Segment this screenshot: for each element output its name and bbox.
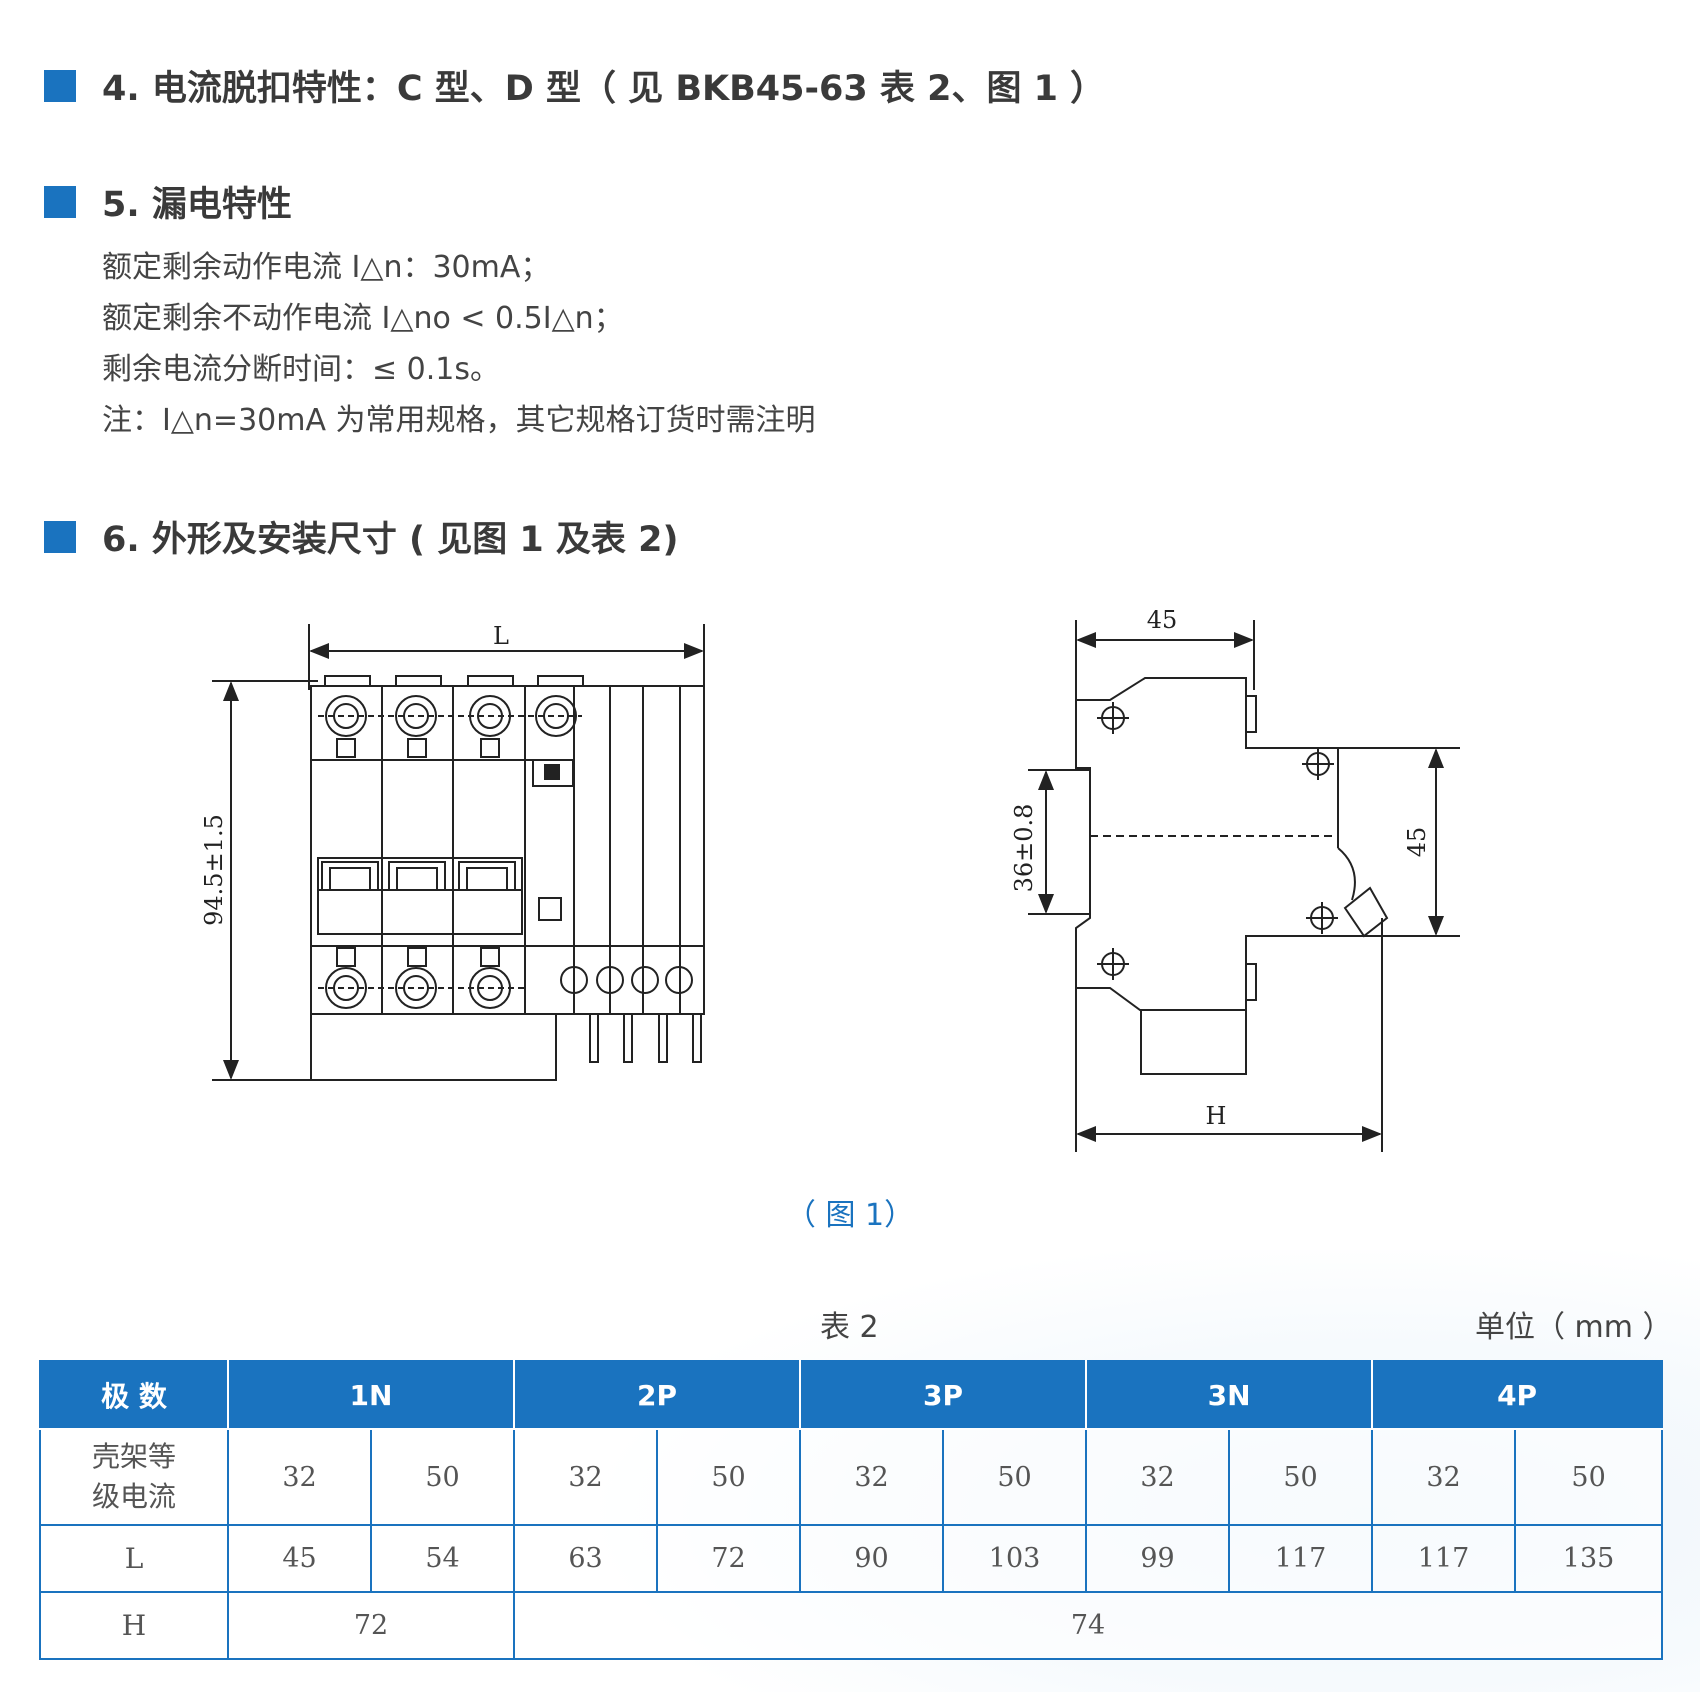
table-cell: 32 [799, 1428, 945, 1526]
leakage-line: 剩余电流分断时间：≤ 0.1s。 [102, 352, 501, 387]
header-pole-3p: 3P [799, 1360, 1088, 1430]
section-6-heading: 6. 外形及安装尺寸 ( 见图 1 及表 2) [44, 511, 678, 562]
table-cell: 50 [656, 1428, 802, 1526]
row-label-l: L [39, 1524, 229, 1593]
side-right-label: 45 [1403, 827, 1431, 858]
leakage-line: 注：I△n=30mA 为常用规格，其它规格订货时需注明 [102, 403, 816, 438]
header-pole-1n: 1N [226, 1360, 516, 1430]
table-row-l: L 45 54 63 72 90 103 99 117 117 135 [39, 1524, 1664, 1593]
section-4-title: 4. 电流脱扣特性：C 型、D 型（ 见 BKB45-63 表 2、图 1 ） [102, 69, 1106, 109]
front-height-label: 94.5±1.5 [200, 814, 228, 926]
bullet-square-icon [44, 185, 76, 218]
header-pole-3n: 3N [1085, 1360, 1374, 1430]
front-width-label: L [493, 622, 509, 650]
table-title: 表 2 [820, 1310, 879, 1345]
table-cell: 54 [369, 1524, 516, 1593]
table-cell: 74 [513, 1591, 1664, 1660]
row-label-line: 壳架等 [91, 1440, 176, 1473]
table-cell: 72 [656, 1524, 802, 1593]
section-5-title: 5. 漏电特性 [102, 185, 292, 225]
row-label-line: 级电流 [91, 1480, 176, 1513]
table-cell: 32 [513, 1428, 659, 1526]
table-cell: 50 [942, 1428, 1088, 1526]
row-label-frame-current: 壳架等 级电流 [39, 1428, 229, 1526]
dimension-table: 极 数 1N 2P 3P 3N 4P 壳架等 级电流 32 50 32 50 3… [39, 1360, 1664, 1660]
header-pole-2p: 2P [513, 1360, 802, 1430]
side-rail-label: 36±0.8 [1010, 804, 1038, 893]
table-cell: 32 [1085, 1428, 1231, 1526]
bullet-square-icon [44, 520, 76, 553]
leakage-line: 额定剩余不动作电流 I△no < 0.5I△n； [102, 301, 624, 336]
table-cell: 32 [227, 1428, 372, 1526]
section-5-heading: 5. 漏电特性 [44, 176, 292, 227]
table-cell: 32 [1371, 1428, 1517, 1526]
table-cell: 90 [799, 1524, 945, 1593]
leakage-line: 额定剩余动作电流 I△n：30mA； [102, 250, 551, 285]
table-cell: 135 [1514, 1524, 1664, 1593]
table-cell: 103 [942, 1524, 1088, 1593]
table-cell: 45 [227, 1524, 372, 1593]
side-view [1028, 620, 1460, 1152]
table-cell: 117 [1371, 1524, 1517, 1593]
table-row-h: H 72 74 [39, 1591, 1664, 1660]
table-cell: 117 [1228, 1524, 1374, 1593]
bullet-square-icon [44, 69, 76, 102]
table-cell: 63 [513, 1524, 659, 1593]
front-view [212, 624, 705, 1081]
table-cell: 72 [226, 1591, 516, 1660]
table-cell: 50 [1514, 1428, 1664, 1526]
side-top-label: 45 [1147, 606, 1178, 634]
section-6-title: 6. 外形及安装尺寸 ( 见图 1 及表 2) [102, 520, 679, 560]
table-header-row: 极 数 1N 2P 3P 3N 4P [39, 1360, 1664, 1430]
row-label-h: H [39, 1591, 229, 1660]
table-unit: 单位（ mm ） [1475, 1310, 1673, 1345]
header-poles: 极 数 [39, 1360, 229, 1430]
header-pole-4p: 4P [1371, 1360, 1664, 1430]
side-bottom-label: H [1206, 1102, 1227, 1130]
figure-caption: （ 图 1） [785, 1198, 915, 1233]
table-cell: 50 [369, 1428, 516, 1526]
table-cell: 99 [1085, 1524, 1231, 1593]
table-row-frame-current: 壳架等 级电流 32 50 32 50 32 50 32 50 32 50 [39, 1428, 1664, 1526]
section-4-heading: 4. 电流脱扣特性：C 型、D 型（ 见 BKB45-63 表 2、图 1 ） [44, 60, 1105, 111]
dimension-drawing: L 94.5±1.5 45 36±0. [200, 606, 1460, 1152]
leakage-spec-list: 额定剩余动作电流 I△n：30mA； 额定剩余不动作电流 I△no < 0.5I… [102, 242, 816, 446]
table-cell: 50 [1228, 1428, 1374, 1526]
